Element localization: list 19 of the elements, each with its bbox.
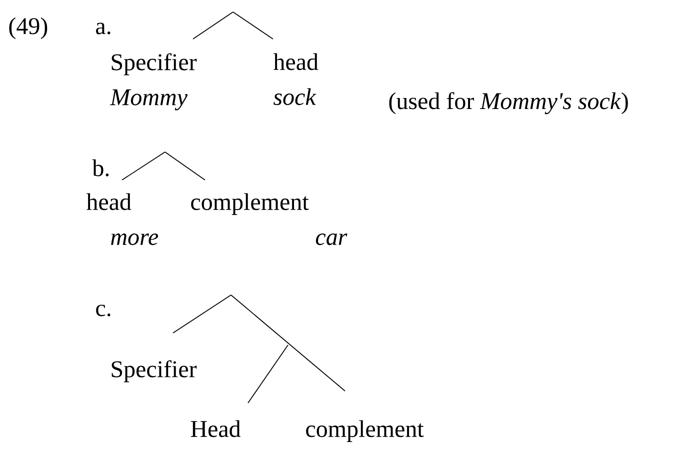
tree-label: Head	[190, 420, 241, 438]
item-letter: b.	[92, 159, 109, 176]
tree-branch	[164, 152, 206, 180]
tree-label: Specifier	[112, 360, 197, 382]
annotation: (used for Mommy's sock)	[389, 92, 628, 114]
tree-label: head sock	[273, 53, 318, 106]
item-letter: a.	[96, 22, 110, 34]
tree-branch	[230, 294, 346, 392]
tree-branch	[172, 294, 232, 334]
tree-label: Specifier Mommy	[110, 53, 197, 110]
item-letter: c.	[96, 304, 110, 316]
tree-branch	[232, 12, 274, 40]
tree-branch	[192, 12, 234, 40]
tree-label: complement car	[191, 193, 348, 246]
tree-branch	[248, 344, 288, 404]
tree-label: head more	[86, 193, 158, 246]
tree-label: complement	[306, 420, 424, 442]
tree-branch	[122, 152, 166, 180]
example-number: (49)	[9, 17, 48, 40]
